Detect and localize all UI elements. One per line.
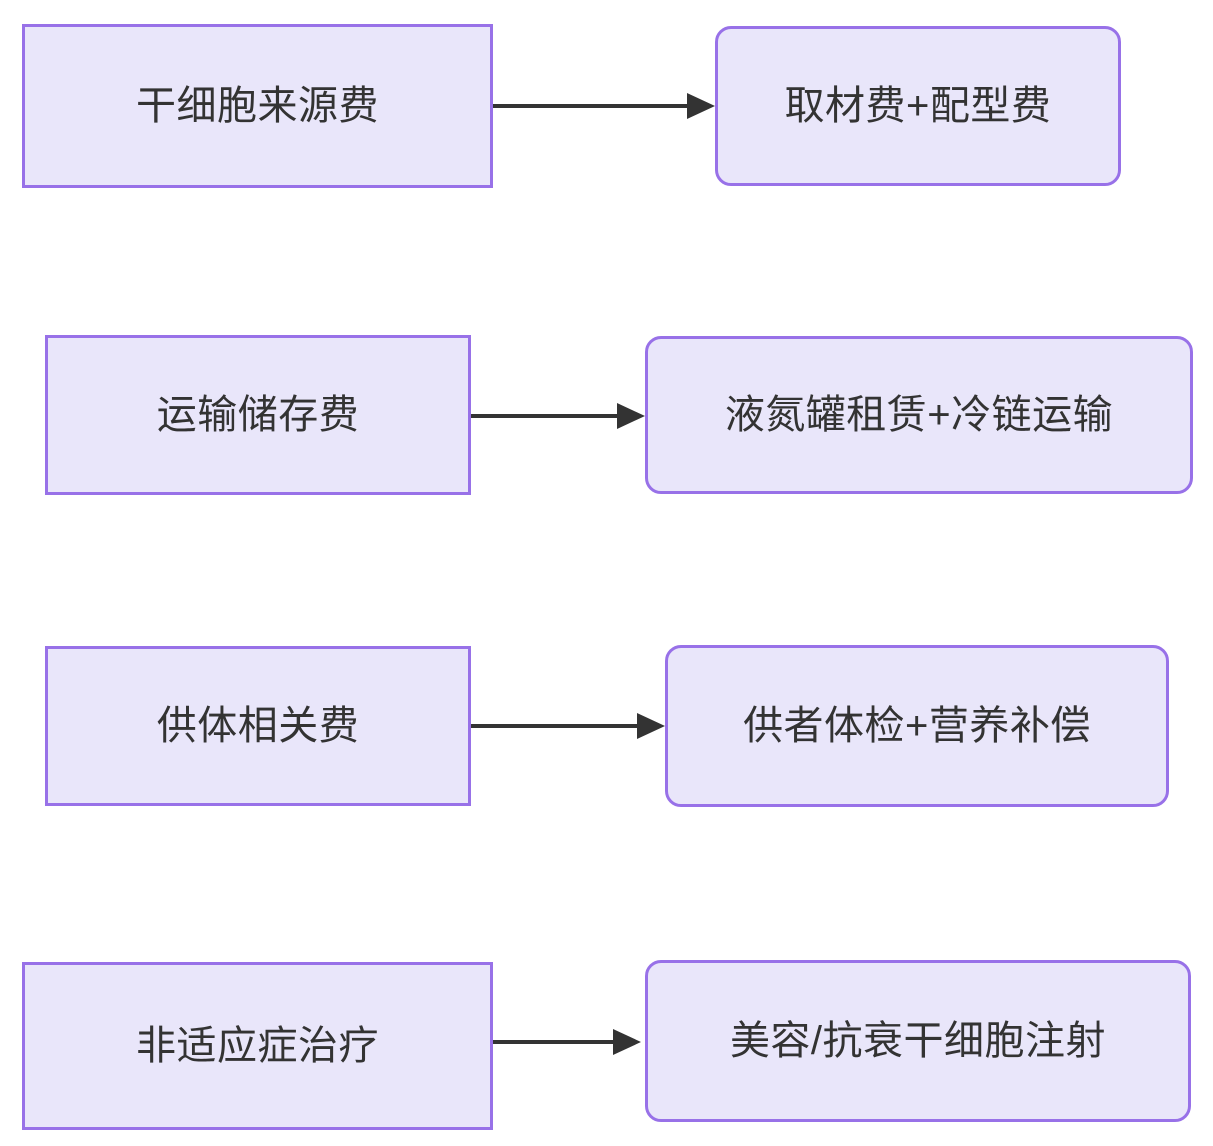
node-target-1[interactable]: 取材费+配型费 <box>715 26 1121 186</box>
node-source-2[interactable]: 运输储存费 <box>45 335 471 495</box>
node-source-3[interactable]: 供体相关费 <box>45 646 471 806</box>
edge-3 <box>471 710 669 742</box>
edge-4 <box>493 1026 645 1058</box>
node-source-1-label: 干细胞来源费 <box>136 84 379 128</box>
node-target-2[interactable]: 液氮罐租赁+冷链运输 <box>645 336 1193 494</box>
node-target-3-label: 供者体检+营养补偿 <box>743 704 1091 748</box>
edge-2-arrowhead-icon <box>617 403 645 429</box>
node-target-4-label: 美容/抗衰干细胞注射 <box>729 1019 1107 1063</box>
node-source-4[interactable]: 非适应症治疗 <box>22 962 493 1130</box>
edge-2 <box>471 400 649 432</box>
edge-4-arrowhead-icon <box>613 1029 641 1055</box>
edge-1 <box>493 90 719 122</box>
node-source-3-label: 供体相关费 <box>156 704 360 748</box>
node-target-2-label: 液氮罐租赁+冷链运输 <box>724 393 1114 437</box>
node-target-1-label: 取材费+配型费 <box>784 84 1052 128</box>
node-source-2-label: 运输储存费 <box>156 393 360 437</box>
node-target-3[interactable]: 供者体检+营养补偿 <box>665 645 1169 807</box>
node-target-4[interactable]: 美容/抗衰干细胞注射 <box>645 960 1191 1122</box>
node-source-4-label: 非适应症治疗 <box>136 1024 379 1068</box>
node-source-1[interactable]: 干细胞来源费 <box>22 24 493 188</box>
edge-1-arrowhead-icon <box>687 93 715 119</box>
edge-3-arrowhead-icon <box>637 713 665 739</box>
